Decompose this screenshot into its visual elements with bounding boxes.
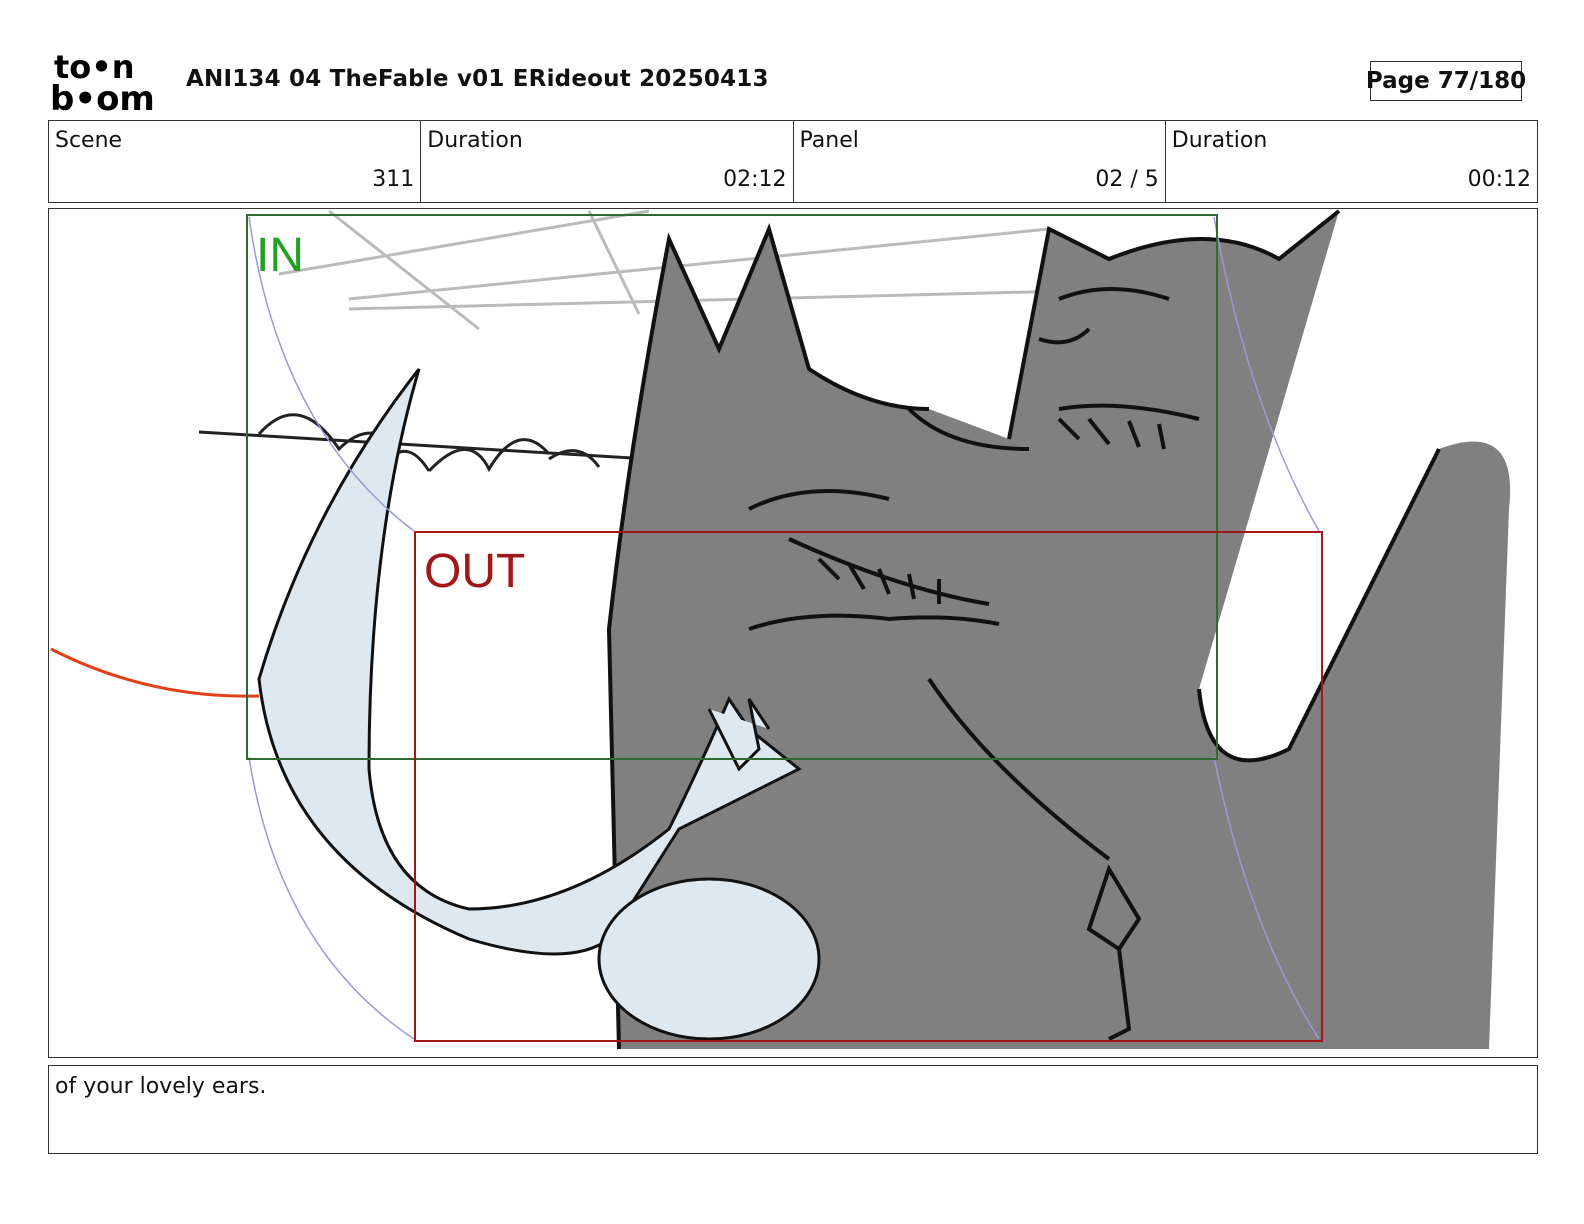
- camera-move-guides: [248, 216, 1320, 1040]
- scene-duration-label: Duration: [427, 128, 523, 153]
- dialogue-text: of your lovely ears.: [55, 1074, 267, 1099]
- ceiling-sketch-lines: [278, 209, 1150, 331]
- document-title: ANI134 04 TheFable v01 ERideout 20250413: [186, 66, 769, 92]
- panel-cell: Panel 02 / 5: [794, 121, 1166, 202]
- dialogue-box: of your lovely ears.: [48, 1065, 1538, 1154]
- clothesline: [198, 413, 650, 473]
- storyboard-panel: IN OUT: [48, 208, 1538, 1058]
- page-indicator: Page 77/180: [1366, 61, 1526, 101]
- scene-info-table: Scene 311 Duration 02:12 Panel 02 / 5 Du…: [48, 120, 1538, 203]
- creature-silhouette: [606, 209, 1511, 1050]
- scene-label: Scene: [55, 128, 123, 153]
- panel-label: Panel: [799, 128, 859, 153]
- panel-duration-value: 00:12: [1467, 167, 1531, 192]
- panel-value: 02 / 5: [1095, 167, 1159, 192]
- pale-claw: [257, 368, 821, 1041]
- panel-sketch: IN OUT: [50, 209, 1511, 1050]
- panel-duration-label: Duration: [1171, 128, 1268, 153]
- out-camera-frame: [414, 531, 1323, 1042]
- scene-duration-cell: Duration 02:12: [421, 121, 794, 202]
- page-label: Page: [1365, 68, 1430, 94]
- out-frame-label: OUT: [424, 545, 525, 598]
- logo-line-2: b•om: [50, 79, 155, 114]
- in-camera-frame: [246, 214, 1218, 760]
- scene-value: 311: [372, 167, 415, 192]
- page-number: 77/180: [1437, 68, 1527, 94]
- motion-line: [50, 647, 260, 698]
- panel-duration-cell: Duration 00:12: [1166, 121, 1537, 202]
- logo-line-1: to•n: [54, 50, 135, 86]
- scene-cell: Scene 311: [49, 121, 422, 202]
- toonboom-logo: to•n b•om: [50, 50, 155, 114]
- in-frame-label: IN: [256, 229, 304, 282]
- creature-face-lines: [748, 287, 1200, 1041]
- scene-duration-value: 02:12: [723, 167, 787, 192]
